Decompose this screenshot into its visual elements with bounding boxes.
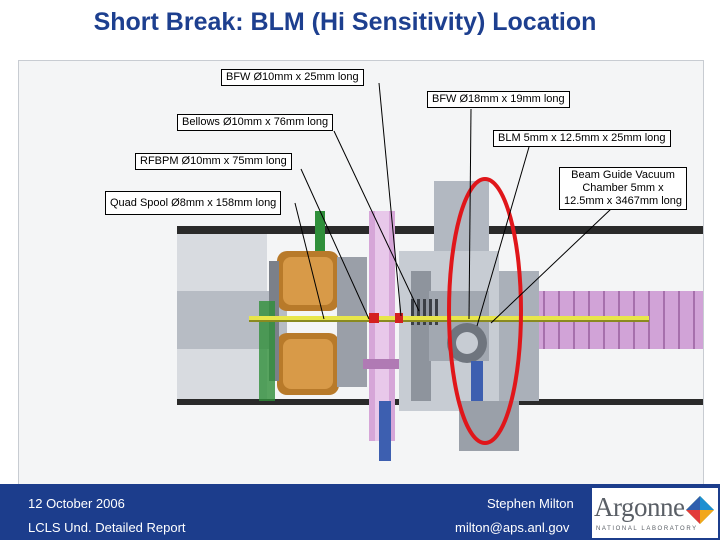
callout-rfbpm: RFBPM Ø10mm x 75mm long <box>135 153 292 170</box>
logo-subtitle: NATIONAL LABORATORY <box>596 526 698 532</box>
callout-bfw-10mm: BFW Ø10mm x 25mm long <box>221 69 364 86</box>
beam-guide-line-1: Beam Guide Vacuum <box>571 169 675 181</box>
blm-highlight-ring <box>447 177 523 445</box>
footer-report: LCLS Und. Detailed Report <box>28 520 186 535</box>
logo-wordmark: Argonne <box>594 492 685 522</box>
callout-beam-guide: Beam Guide Vacuum Chamber 5mm x 12.5mm x… <box>559 167 687 210</box>
argonne-logo-icon <box>686 496 714 524</box>
callout-quad-spool: Quad Spool Ø8mm x 158mm long <box>105 191 282 215</box>
beam-guide-line-2: Chamber 5mm x <box>582 182 664 194</box>
callout-bfw-18mm: BFW Ø18mm x 19mm long <box>427 91 570 108</box>
page-title: Short Break: BLM (Hi Sensitivity) Locati… <box>93 8 597 36</box>
footer-date: 12 October 2006 <box>28 496 125 511</box>
undulator-diagram: BFW Ø10mm x 25mm long BFW Ø18mm x 19mm l… <box>18 60 704 486</box>
footer-email: milton@aps.anl.gov <box>455 520 570 535</box>
callout-bellows: Bellows Ø10mm x 76mm long <box>177 114 334 131</box>
callout-blm: BLM 5mm x 12.5mm x 25mm long <box>493 130 671 147</box>
argonne-logo: Argonne NATIONAL LABORATORY <box>592 488 718 538</box>
footer-author: Stephen Milton <box>487 496 574 511</box>
beam-guide-line-3: 12.5mm x 3467mm long <box>564 195 682 207</box>
diagram-drawing <box>177 82 703 461</box>
